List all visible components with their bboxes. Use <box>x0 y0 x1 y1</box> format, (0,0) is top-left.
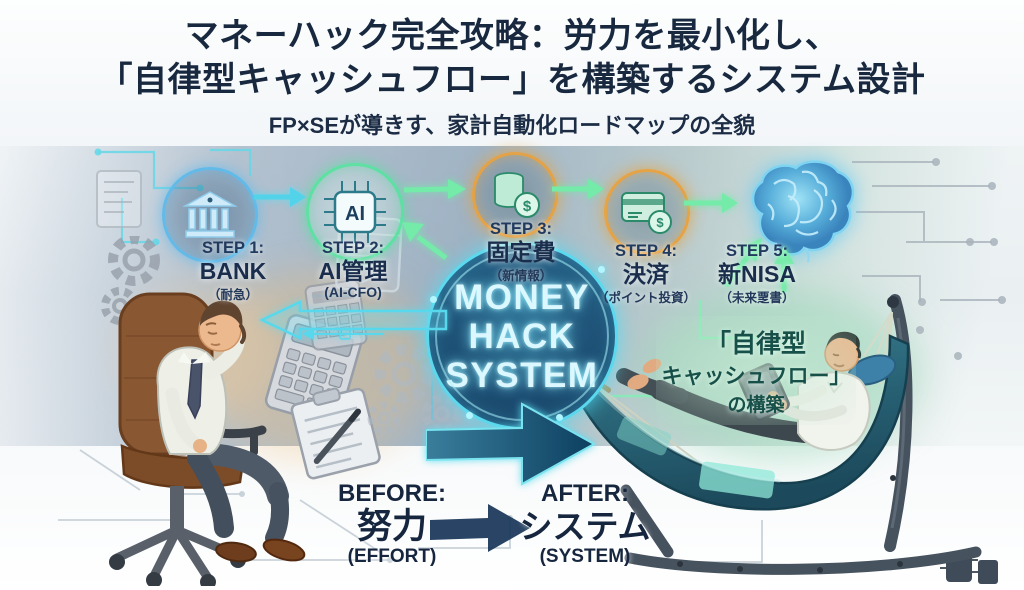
feedback-arrow-left <box>259 300 448 340</box>
bank-icon <box>183 191 237 238</box>
step3-circle: $ <box>472 152 558 238</box>
flow-arrow-up-left <box>402 222 448 260</box>
transition-arrow-big <box>426 402 597 486</box>
center-line-2: HACK <box>468 316 576 356</box>
after-block: AFTER: システム (SYSTEM) <box>519 480 650 568</box>
before-block: BEFORE: 努力 (EFFORT) <box>338 480 446 568</box>
before-label: BEFORE: <box>338 480 446 507</box>
svg-text:$: $ <box>656 215 664 230</box>
step-5-name: 新NISA <box>718 261 796 287</box>
step-5-label: STEP 5: <box>725 242 789 260</box>
step-1-label: STEP 1: <box>201 239 265 257</box>
after-note: (SYSTEM) <box>539 546 631 567</box>
coins-icon: $ <box>494 172 540 218</box>
step1-circle <box>162 167 258 263</box>
step-4-note: （ポイント投資） <box>595 291 697 305</box>
step4-circle: $ <box>604 169 690 255</box>
ring-dot <box>430 296 437 303</box>
before-term: 努力 <box>356 507 427 546</box>
title-line-2: 「自律型キャッシュフロー」を構築するシステム設計 <box>98 61 926 99</box>
before-after-arrow <box>430 504 530 552</box>
step-3-note: （新情報） <box>489 269 553 283</box>
svg-text:AI: AI <box>345 203 365 225</box>
after-term: システム <box>519 508 651 545</box>
clipboard-icon <box>290 387 381 480</box>
step-2-block: STEP 2: AI管理 (AI-CFO) <box>319 239 388 300</box>
step-4-block: STEP 4: 決済 （ポイント投資） <box>596 242 696 306</box>
callout-line-3: の構築 <box>727 395 785 416</box>
center-badge: MONEY HACK SYSTEM <box>426 242 618 430</box>
step-5-note: （未来覂書） <box>719 291 795 305</box>
document-icon <box>96 170 142 228</box>
ring-dot <box>598 266 605 273</box>
flow-arrow-diagonal-up <box>723 238 762 288</box>
step-1-name: BANK <box>199 258 267 284</box>
autonomous-cashflow-callout: 「自律型 キャッシュフロー」 の構築 <box>656 316 856 425</box>
step-1-block: STEP 1: BANK （耐急） <box>200 239 266 303</box>
before-note: (EFFORT) <box>347 546 437 567</box>
center-badge-text: MONEY HACK SYSTEM <box>446 278 599 395</box>
title-line-1: マネーハック完全攻略：労力を最小化し、 <box>184 17 840 55</box>
ai-chip-icon: AI <box>324 181 386 243</box>
subtitle: FP×SEが導きす、家計自動化ロードマップの全貌 <box>268 113 756 138</box>
svg-text:$: $ <box>523 198 532 215</box>
flow-arrow-step1-step2 <box>254 187 306 207</box>
callout-line-2: キャッシュフロー」 <box>661 365 851 388</box>
step-5-block: STEP 5: 新NISA （未来覂書） <box>718 242 796 306</box>
small-arrow-left <box>302 328 384 340</box>
after-label: AFTER: <box>541 480 629 507</box>
step-1-note: （耐急） <box>207 288 259 302</box>
flow-arrow-up <box>774 246 794 292</box>
center-line-3: SYSTEM <box>445 355 599 395</box>
title-block: マネーハック完全攻略：労力を最小化し、 「自律型キャッシュフロー」を構築するシス… <box>0 14 1024 140</box>
flow-arrow-step2-step3 <box>403 179 466 199</box>
gears-light-icon <box>367 344 462 435</box>
step-4-label: STEP 4: <box>614 242 678 260</box>
step2-circle: AI <box>306 163 404 261</box>
step-3-name: 固定費 <box>486 239 556 265</box>
step-4-name: 決済 <box>622 261 669 287</box>
callout-line-1: 「自律型 <box>705 330 806 358</box>
stressed-man-illustration <box>109 292 306 586</box>
credit-card-icon: $ <box>621 192 672 234</box>
hammock-stand-pole <box>884 294 913 552</box>
ring-dot <box>466 412 473 419</box>
step-3-label: STEP 3: <box>489 220 553 238</box>
step-2-note: (AI-CFO) <box>324 284 382 300</box>
ring-dot <box>556 414 563 421</box>
step-2-label: STEP 2: <box>321 239 385 257</box>
flow-arrow-step4-step5 <box>684 193 738 213</box>
step-3-block: STEP 3: 固定費 （新情報） <box>487 220 556 284</box>
flow-arrow-step3-step4 <box>552 179 604 199</box>
step-2-name: AI管理 <box>318 258 388 284</box>
